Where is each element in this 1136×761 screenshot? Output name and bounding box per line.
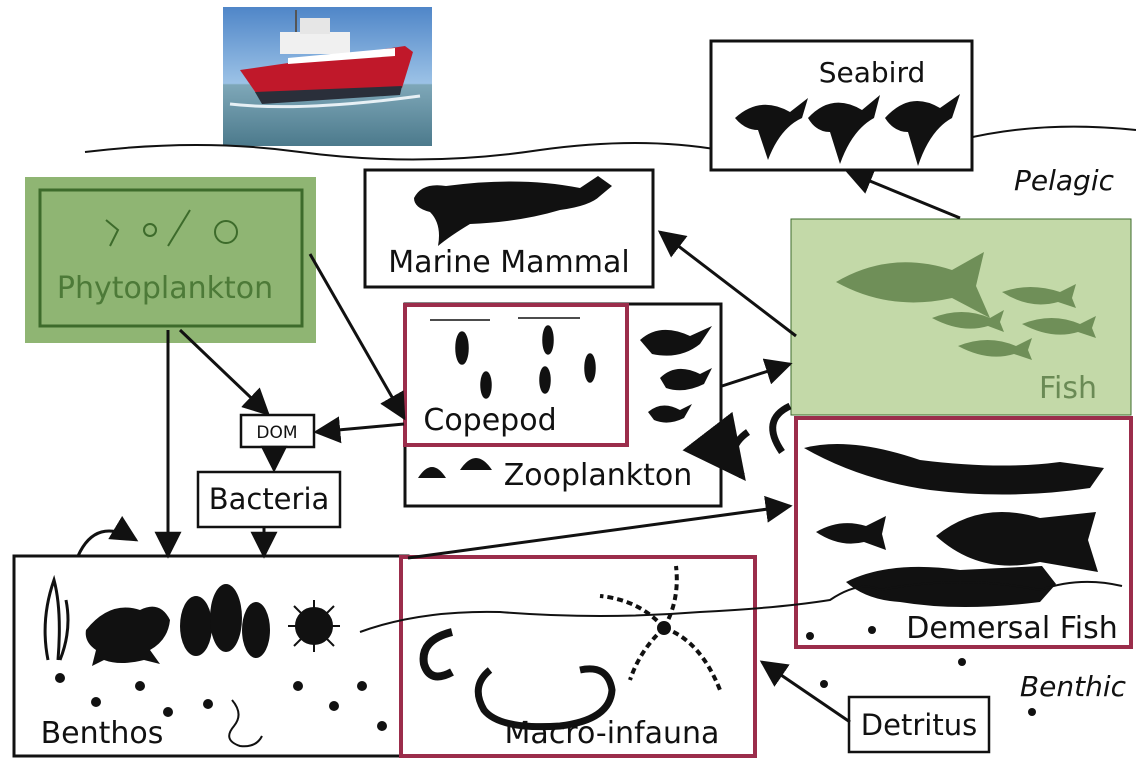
arrow-benthos-to-demersal — [408, 506, 790, 558]
fish-label: Fish — [1039, 371, 1097, 406]
pelagic-zone-label: Pelagic — [1014, 164, 1115, 197]
arrow-detritus-to-macro — [762, 662, 850, 722]
phytoplankton-node: Phytoplankton — [25, 177, 316, 343]
phytoplankton-label: Phytoplankton — [57, 271, 273, 306]
arrow-zooplankton-to-fish — [722, 364, 790, 386]
fishing-vessel-photo — [223, 7, 432, 146]
zooplankton-node: Copepod Zooplankton — [405, 304, 721, 506]
detritus-label: Detritus — [861, 708, 977, 742]
zooplankton-label: Zooplankton — [504, 458, 693, 493]
loop-fish — [773, 406, 790, 452]
bacteria-label: Bacteria — [209, 482, 330, 516]
copepod-label: Copepod — [423, 403, 556, 438]
fish-node: Fish — [791, 219, 1131, 415]
seabird-node: Seabird — [711, 41, 972, 170]
macro-infauna-node: Macro-infauna — [401, 557, 755, 756]
dom-label: DOM — [256, 423, 297, 443]
urchin-silhouette-icon — [288, 600, 340, 652]
benthos-node: Benthos — [14, 556, 408, 756]
macro-infauna-label: Macro-infauna — [505, 716, 720, 751]
benthic-zone-label: Benthic — [1020, 670, 1127, 703]
loop-benthos — [78, 531, 136, 556]
marine-mammal-node: Marine Mammal — [365, 170, 653, 287]
arrow-copepod-to-dom — [316, 424, 404, 432]
seabird-label: Seabird — [819, 56, 926, 89]
arrow-fish-to-seabird — [848, 172, 960, 218]
bacteria-node: Bacteria — [198, 472, 340, 527]
marine-mammal-label: Marine Mammal — [388, 245, 629, 280]
demersal-fish-label: Demersal Fish — [906, 611, 1118, 646]
dom-node: DOM — [241, 415, 314, 447]
loop-zooplankton — [733, 432, 748, 476]
detritus-node: Detritus — [849, 697, 989, 752]
benthos-label: Benthos — [41, 716, 164, 751]
demersal-fish-node: Demersal Fish — [796, 418, 1131, 647]
